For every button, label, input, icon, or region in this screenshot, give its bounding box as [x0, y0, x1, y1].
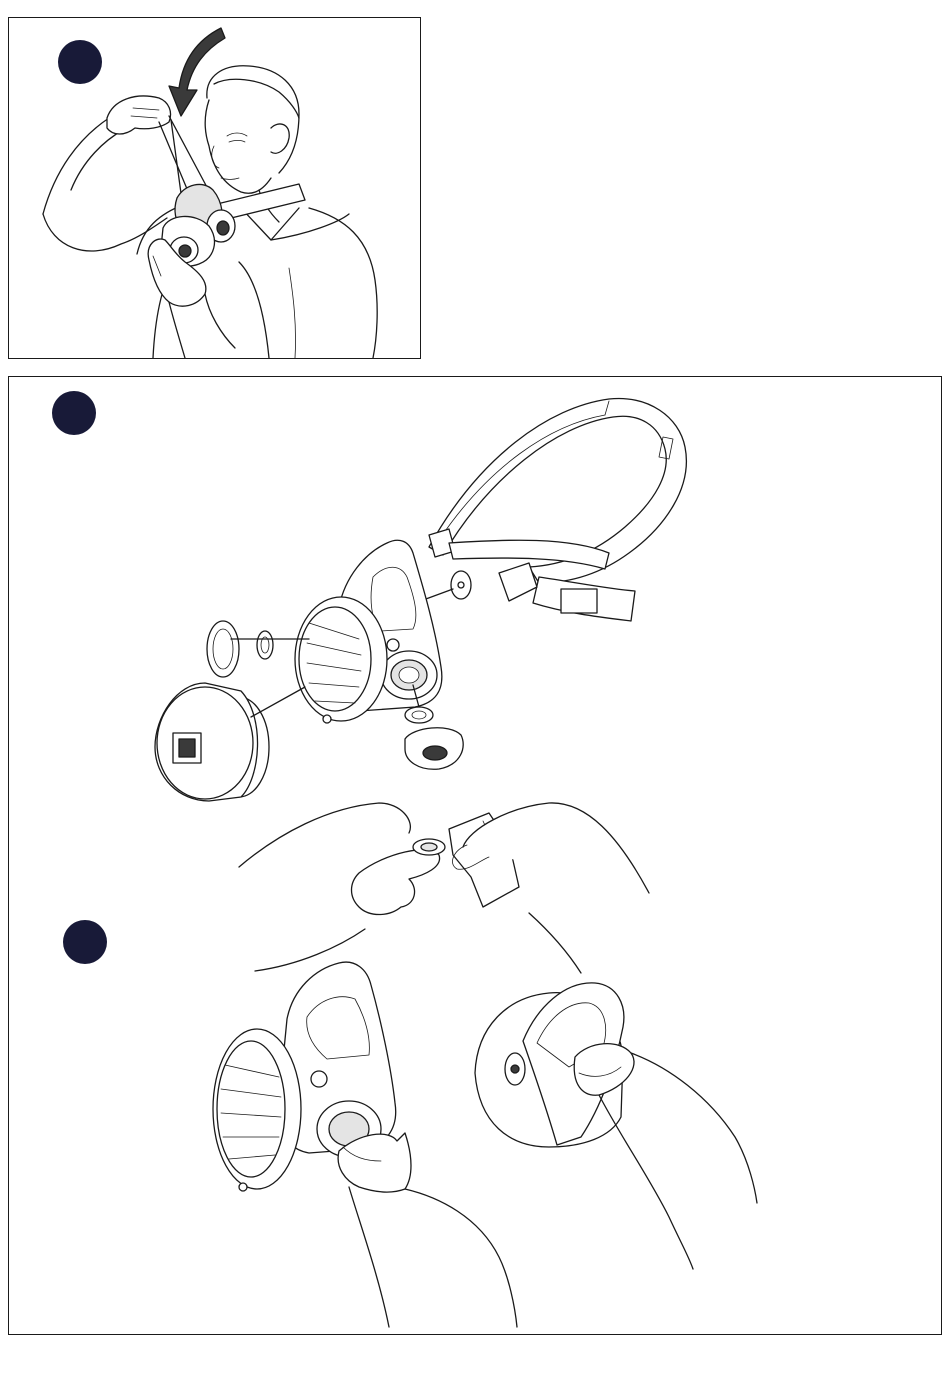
illustration-panel-maintenance [8, 376, 942, 1335]
respirator-exploded-parts-icon [9, 377, 941, 1334]
illustration-panel-donning [8, 17, 421, 359]
person-fitting-respirator-icon [9, 18, 420, 358]
